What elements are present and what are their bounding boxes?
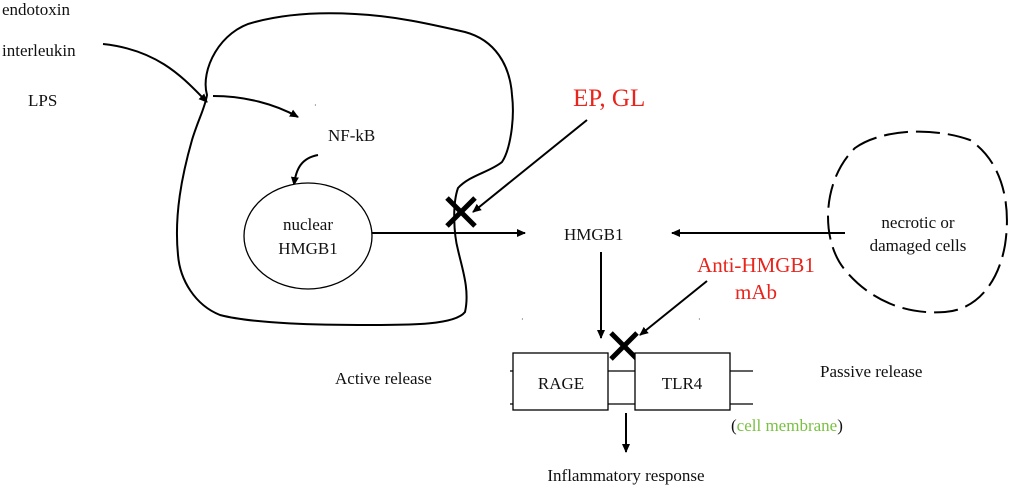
receptor-block-mark <box>609 331 639 361</box>
antibody-inhibition-arrow <box>639 280 708 336</box>
stimulus-entry-arrow <box>102 43 208 103</box>
necrotic-cell-outline <box>827 130 1008 314</box>
nucleus-label-line1: nuclear <box>283 215 333 234</box>
active-cell-outline <box>175 12 514 327</box>
active-release-block-mark <box>445 196 477 228</box>
antibody-label-line1: Anti-HMGB1 <box>697 253 815 277</box>
speck-dot: · <box>698 315 701 324</box>
tlr4-receptor-box <box>634 352 731 411</box>
nfkb-label: NF-kB <box>328 126 375 145</box>
membrane-close-paren: ) <box>837 416 843 435</box>
speck-dot: · <box>521 315 524 324</box>
ep-gl-inhibitor-label: EP, GL <box>573 85 645 112</box>
active-release-caption: Active release <box>335 369 432 388</box>
stimulus-endotoxin-label: endotoxin <box>2 0 70 19</box>
stimulus-lps-label: LPS <box>28 91 57 110</box>
necrotic-label-line1: necrotic or <box>881 213 954 232</box>
nucleus-label-line2: HMGB1 <box>278 239 338 258</box>
cell-membrane-caption: (cell membrane) <box>731 416 843 435</box>
membrane-label: cell membrane <box>737 416 838 435</box>
inflammatory-response-label: Inflammatory response <box>547 466 704 485</box>
stimulus-interleukin-label: interleukin <box>2 41 76 60</box>
arrow-nfkb-to-nucleus <box>290 154 319 186</box>
antibody-label-line2: mAb <box>735 280 777 304</box>
rage-receptor-label: RAGE <box>538 374 584 393</box>
necrotic-label-line2: damaged cells <box>870 236 967 255</box>
speck-dot: · <box>314 101 317 110</box>
arrow-to-nfkb <box>212 95 299 118</box>
nucleus-circle <box>243 182 373 290</box>
rage-receptor-box <box>512 352 609 411</box>
extracellular-hmgb1-label: HMGB1 <box>564 225 624 244</box>
membrane-open-paren: ( <box>731 416 737 435</box>
passive-release-caption: Passive release <box>820 362 922 381</box>
tlr4-receptor-label: TLR4 <box>662 374 703 393</box>
ep-gl-inhibition-arrow <box>472 119 588 213</box>
